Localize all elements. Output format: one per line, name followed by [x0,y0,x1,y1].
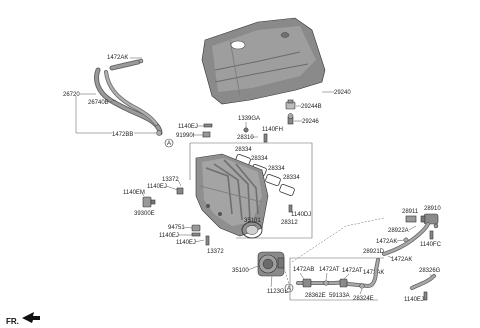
label-39300e: 39300E [134,211,155,217]
label-1140em: 1140EM [123,190,145,196]
label-35100: 35100 [232,268,249,274]
label-1140dj: 1140DJ [291,212,311,218]
label-1140ej-d: 1140EJ [176,240,196,246]
label-29246: 29246 [302,119,319,125]
label-28326g: 28326G [419,268,441,274]
bolt-1140fc [429,230,434,240]
bolt-1140dj [288,204,293,213]
label-26720: 26720 [63,92,80,98]
label-29240: 29240 [334,90,351,96]
grommet-29244b [285,99,296,110]
label-1472bb: 1472BB [112,132,133,138]
clip-91990i [202,131,211,138]
label-59133a: 59133A [329,293,350,299]
label-1140ej-a: 1140EJ [178,124,198,130]
label-1472ak-m3: 1472AK [363,270,384,276]
label-28921d: 28921D [363,249,385,255]
vacuum-hose-lower [296,258,380,289]
sensor-39300e [142,196,156,208]
label-28324e: 28324E [353,296,374,302]
label-28911: 28911 [402,209,419,215]
svg-text:FR.: FR. [6,317,19,326]
gasket-28334-d [279,184,295,196]
label-91990i: 91990I [176,133,195,139]
bolt-1140ej-a [203,123,213,128]
vacuum-hose-28921d [382,222,430,256]
intake-manifold-28310 [195,153,269,239]
label-94751: 94751 [168,225,185,231]
label-1140ej-c: 1140EJ [159,233,179,239]
label-1123ge: 1123GE [267,289,289,295]
label-28922a: 28922A [388,228,409,234]
label-28334-a: 28334 [235,147,252,153]
bracket-28911 [405,215,417,223]
label-1140ej-e: 1140EJ [404,297,424,303]
label-29244b: 29244B [301,104,322,110]
label-1140fh: 1140FH [262,127,283,133]
svg-text:A: A [167,141,171,147]
bolt-1140ej-c [191,232,201,237]
label-28312: 28312 [281,220,298,226]
label-28334-c: 28334 [268,166,285,172]
label-28334-d: 28334 [283,175,300,181]
bolt-1140fh [263,133,268,143]
label-13372-b: 13372 [207,249,224,255]
bolt-29246 [287,113,294,125]
label-26740b: 26740B [88,100,109,106]
front-direction-marker: FR. [6,312,40,326]
bolt-1140ej-e [423,291,428,301]
label-28334-b: 28334 [251,156,268,162]
label-13372-a: 13372 [162,177,179,183]
label-28910: 28910 [424,206,441,212]
label-1472ak-top: 1472AK [107,55,128,61]
label-1472ak-m1: 1472AK [376,239,397,245]
breather-hose-assembly [94,58,163,136]
label-1472at-a: 1472AT [319,267,340,273]
label-1472ab: 1472AB [293,267,314,273]
throttle-body-35100 [257,251,285,277]
label-1472ak-m2: 1472AK [391,257,412,263]
callout-a-lower: A [284,283,294,293]
label-1140fc: 1140FC [420,242,442,248]
engine-cover [201,17,326,105]
label-1140ej-b: 1140EJ [147,184,167,190]
label-1339ga: 1339GA [238,116,260,122]
label-1472at-b: 1472AT [342,268,363,274]
label-35101: 35101 [244,218,261,224]
label-28362e: 28362E [305,293,326,299]
sensor-94751 [191,224,201,232]
purge-valve-28910 [420,213,439,229]
bolt-13372-a [176,187,184,195]
hose-28326g [410,274,436,290]
callout-a-upper: A [164,138,174,148]
clip-13372-b [205,235,210,246]
label-28310: 28310 [237,135,254,141]
svg-text:A: A [287,286,291,292]
bolt-1339ga [243,127,249,133]
gasket-28334-c [265,174,281,186]
